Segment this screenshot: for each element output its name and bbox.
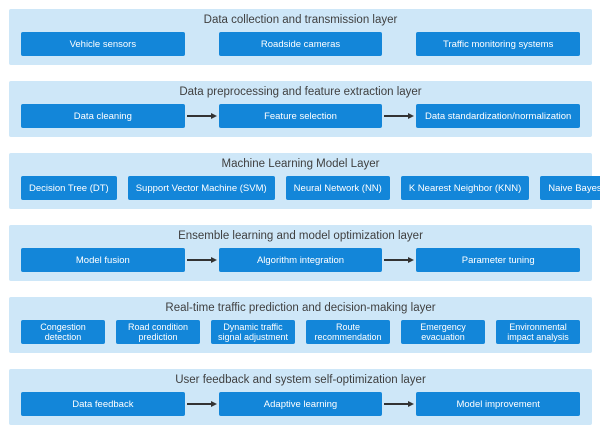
layer-title: Real-time traffic prediction and decisio…	[165, 302, 436, 314]
node-road-condition-prediction: Road condition prediction	[116, 320, 200, 344]
node-congestion-detection: Congestion detection	[21, 320, 105, 344]
node-model-improvement: Model improvement	[416, 392, 581, 416]
node-vehicle-sensors: Vehicle sensors	[21, 32, 185, 56]
node-adaptive-learning: Adaptive learning	[218, 392, 383, 416]
node-feature-selection: Feature selection	[218, 104, 383, 128]
layer-preprocessing: Data preprocessing and feature extractio…	[9, 81, 592, 137]
node-decision-tree: Decision Tree (DT)	[21, 176, 117, 200]
node-naive-bayes: Naive Bayes (NB)	[540, 176, 600, 200]
node-dynamic-signal-adjustment: Dynamic traffic signal adjustment	[211, 320, 295, 344]
node-data-feedback: Data feedback	[21, 392, 185, 416]
node-emergency-evacuation: Emergency evacuation	[401, 320, 485, 344]
node-neural-network: Neural Network (NN)	[285, 176, 390, 200]
node-traffic-monitoring-systems: Traffic monitoring systems	[416, 32, 581, 56]
layer-user-feedback: User feedback and system self-optimizati…	[9, 369, 592, 425]
layer-data-collection: Data collection and transmission layer V…	[9, 9, 592, 65]
node-svm: Support Vector Machine (SVM)	[127, 176, 275, 200]
layer-ml-models: Machine Learning Model Layer Decision Tr…	[9, 153, 600, 209]
layer-title: Data collection and transmission layer	[203, 14, 398, 26]
layer-row: Decision Tree (DT) Support Vector Machin…	[21, 176, 600, 200]
right-arrow-icon	[185, 248, 219, 272]
node-route-recommendation: Route recommendation	[306, 320, 390, 344]
layer-row: Model fusion Algorithm integration Param…	[21, 248, 581, 272]
node-model-fusion: Model fusion	[21, 248, 185, 272]
layer-row: Data feedback Adaptive learning Model im…	[21, 392, 581, 416]
right-arrow-icon	[382, 248, 416, 272]
layer-row: Vehicle sensors Roadside cameras Traffic…	[21, 32, 581, 56]
layer-title: Data preprocessing and feature extractio…	[179, 86, 422, 98]
node-roadside-cameras: Roadside cameras	[218, 32, 383, 56]
layer-row: Data cleaning Feature selection Data sta…	[21, 104, 581, 128]
right-arrow-icon	[185, 104, 219, 128]
right-arrow-icon	[185, 392, 219, 416]
layer-ensemble: Ensemble learning and model optimization…	[9, 225, 592, 281]
layer-realtime-prediction: Real-time traffic prediction and decisio…	[9, 297, 592, 353]
right-arrow-icon	[382, 104, 416, 128]
node-data-cleaning: Data cleaning	[21, 104, 185, 128]
node-algorithm-integration: Algorithm integration	[218, 248, 383, 272]
layer-row: Congestion detection Road condition pred…	[21, 320, 580, 344]
right-arrow-icon	[382, 392, 416, 416]
node-environmental-impact: Environmental impact analysis	[496, 320, 580, 344]
node-data-standardization: Data standardization/normalization	[416, 104, 581, 128]
layer-title: Machine Learning Model Layer	[221, 158, 380, 170]
node-parameter-tuning: Parameter tuning	[416, 248, 581, 272]
node-knn: K Nearest Neighbor (KNN)	[400, 176, 530, 200]
layer-title: User feedback and system self-optimizati…	[175, 374, 426, 386]
layer-title: Ensemble learning and model optimization…	[178, 230, 423, 242]
